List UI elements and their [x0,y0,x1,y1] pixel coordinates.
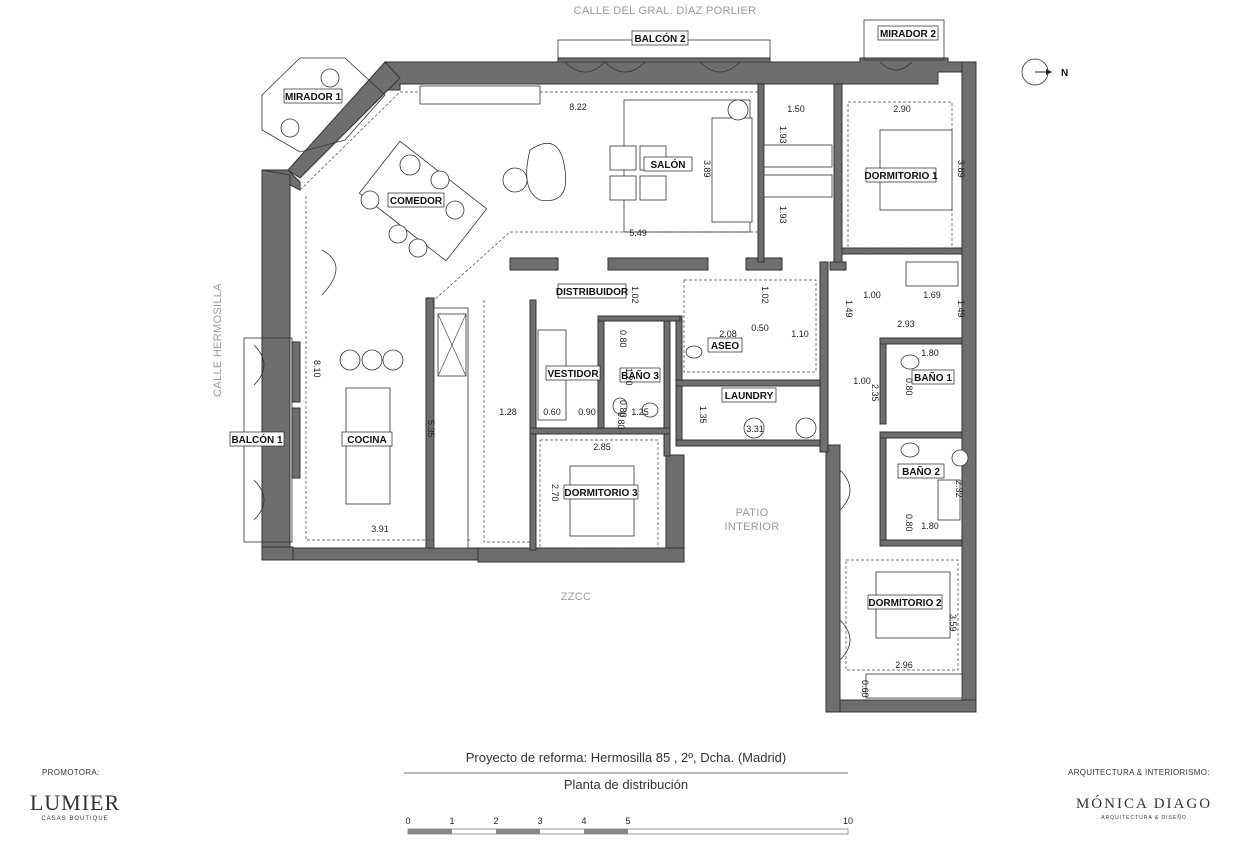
scale-tick-3: 3 [537,816,542,826]
sanitary-fixtures [612,261,969,521]
dim-1-80b: 1.80 [921,521,939,531]
room-bano-2: BAÑO 2 [902,465,940,478]
scale-tick-5: 5 [625,816,630,826]
room-balcon-1: BALCÓN 1 [231,433,283,446]
dim-3-59: 3.59 [948,614,958,632]
north-label: N [1061,68,1068,79]
lumier-logo: LUMIER [29,790,121,815]
exterior-walls [261,57,977,713]
dim-2-35: 2.35 [870,384,880,402]
dim-1-80a: 1.80 [921,348,939,358]
dim-1-25: 1.25 [631,407,649,417]
monica-diago-tagline: ARQUITECTURA & DISEÑO [1101,815,1187,821]
room-mirador-2: MIRADOR 2 [880,29,937,40]
room-labels: MIRADOR 1 BALCÓN 2 MIRADOR 2 COMEDOR SAL… [229,25,955,610]
street-left-label: CALLE HERMOSILLA [212,283,224,397]
dim-1-10: 1.10 [791,329,809,339]
promotora-label: PROMOTORA: [42,768,100,777]
mirador-1 [261,57,386,153]
room-cocina: COCINA [347,435,386,446]
dim-1-28: 1.28 [499,407,517,417]
dim-1-00b: 1.00 [853,376,871,386]
dim-2-85: 2.85 [593,442,611,452]
dim-0-80b: 0.80 [904,378,914,396]
dim-0-80d: 0.80 [616,412,626,430]
dim-2-32: 2.32 [954,480,964,498]
architect-label: ARQUITECTURA & INTERIORISMO: [1068,768,1210,777]
dim-8-22: 8.22 [569,102,587,112]
plan-subtitle: Planta de distribución [563,777,689,792]
dim-0-60b: 0.60 [860,680,870,698]
street-top-label: CALLE DEL GRAL. DÍAZ PORLIER [574,4,757,17]
dim-3-89b: 3.89 [956,160,966,178]
dim-3-31: 3.31 [746,424,764,434]
patio-label-line1: PATIO [736,507,769,519]
dim-1-49b: 1.49 [956,300,966,318]
kitchen-fixtures [321,249,469,549]
scale-bar: 0 1 2 3 4 5 10 [405,816,853,835]
dim-2-93: 2.93 [897,319,915,329]
window-swings [253,61,913,661]
dim-0-80e: 0.80 [904,514,914,532]
room-mirador-1: MIRADOR 1 [285,92,342,103]
dim-1-00a: 1.00 [863,290,881,300]
lumier-tagline: CASAS BOUTIQUE [41,816,109,822]
zzcc-label: ZZCC [561,591,592,603]
dim-1-93a: 1.93 [778,126,788,144]
dim-1-69: 1.69 [923,290,941,300]
dim-1-49a: 1.49 [844,300,854,318]
room-comedor: COMEDOR [390,196,443,207]
dim-2-08: 2.08 [719,329,737,339]
scale-tick-10: 10 [843,816,853,826]
dim-3-89a: 3.89 [702,160,712,178]
room-bano-3: BAÑO 3 [621,369,659,382]
project-title: Proyecto de reforma: Hermosilla 85 , 2º,… [465,750,787,765]
dim-0-80c: 0.80 [618,400,628,418]
dim-0-60: 0.60 [543,407,561,417]
scale-tick-2: 2 [493,816,498,826]
room-dormitorio-1: DORMITORIO 1 [864,171,938,182]
north-arrow-icon: N [1021,58,1068,86]
dim-2-96: 2.96 [895,660,913,670]
dim-1-93b: 1.93 [778,206,788,224]
dim-2-70: 2.70 [550,484,560,502]
patio-label-line2: INTERIOR [725,521,780,533]
dim-0-50: 0.50 [751,323,769,333]
dim-1-50: 1.50 [787,104,805,114]
dim-5-35: 5.35 [426,420,436,438]
room-laundry: LAUNDRY [725,391,774,402]
room-balcon-2: BALCÓN 2 [634,32,686,45]
room-dormitorio-3: DORMITORIO 3 [564,488,638,499]
room-distribuidor: DISTRIBUIDOR [556,287,629,298]
dim-0-90: 0.90 [578,407,596,417]
dim-2-90: 2.90 [893,104,911,114]
room-vestidor: VESTIDOR [547,369,599,380]
scale-tick-1: 1 [449,816,454,826]
dim-5-49: 5.49 [629,228,647,238]
dim-1-35: 1.35 [698,406,708,424]
dim-1-02b: 1.02 [760,286,770,304]
monica-diago-logo: MÓNICA DIAGO [1075,796,1213,812]
dim-8-10: 8.10 [312,360,322,378]
scale-tick-4: 4 [581,816,586,826]
room-salon: SALÓN [651,158,686,171]
dim-1-02a: 1.02 [630,286,640,304]
dim-3-91: 3.91 [371,524,389,534]
room-bano-1: BAÑO 1 [914,371,952,384]
dim-1-20: 1.20 [624,368,634,386]
dimension-labels: 8.22 1.50 2.90 1.93 1.93 3.89 3.89 5.49 … [312,102,966,698]
scale-tick-0: 0 [405,816,410,826]
room-aseo: ASEO [711,341,740,352]
mirador-2 [863,19,945,61]
dim-0-80a: 0.80 [618,330,628,348]
room-dormitorio-2: DORMITORIO 2 [868,598,942,609]
